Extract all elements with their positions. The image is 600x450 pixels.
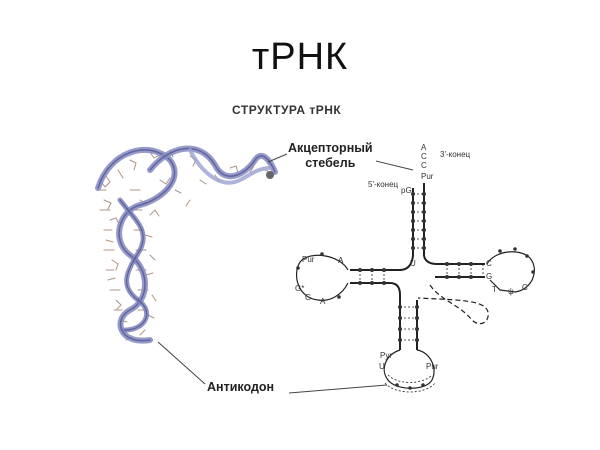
nt-tloop-c: C bbox=[486, 259, 492, 268]
diagram-subtitle: СТРУКТУРА тРНК bbox=[232, 103, 342, 117]
acceptor-stem-label: Акцепторный стебель bbox=[288, 141, 373, 171]
cloverleaf-diagram bbox=[296, 183, 535, 393]
three-prime-end-label: 3'-конец bbox=[440, 150, 471, 159]
nt-dloop-pur: Pur bbox=[302, 255, 315, 264]
nt-anticodon-pyr: Pyr bbox=[380, 351, 392, 360]
nt-tloop-g: G bbox=[486, 272, 493, 281]
nt-acceptor-c2: C bbox=[421, 161, 427, 170]
acceptor-label-line2: стебель bbox=[305, 156, 356, 170]
nt-junction-u: U bbox=[410, 259, 416, 268]
nt-acceptor-pur: Pur bbox=[421, 172, 434, 181]
nt-anticodon-u: U bbox=[379, 362, 385, 371]
nt-dloop-g: G bbox=[305, 293, 312, 302]
nt-five-prime-pg: pG bbox=[401, 186, 412, 195]
nt-anticodon-pur: Pur bbox=[426, 362, 439, 371]
acceptor-label-line1: Акцепторный bbox=[288, 141, 373, 155]
nt-dloop-a: A bbox=[338, 256, 344, 265]
nt-dloop-a2: A bbox=[320, 297, 326, 306]
nt-dloop-gstar: G* bbox=[295, 284, 305, 293]
nt-acceptor-c1: C bbox=[421, 152, 427, 161]
nt-acceptor-a: A bbox=[421, 143, 427, 152]
nt-tloop-t: T bbox=[492, 285, 497, 294]
slide-title: тРНК bbox=[251, 36, 349, 78]
nt-tloop-psi: ψ bbox=[508, 287, 514, 296]
five-prime-end-label: 5'-конец bbox=[368, 180, 399, 189]
anticodon-label: Антикодон bbox=[207, 380, 275, 394]
nt-tloop-c2: C bbox=[522, 283, 528, 292]
